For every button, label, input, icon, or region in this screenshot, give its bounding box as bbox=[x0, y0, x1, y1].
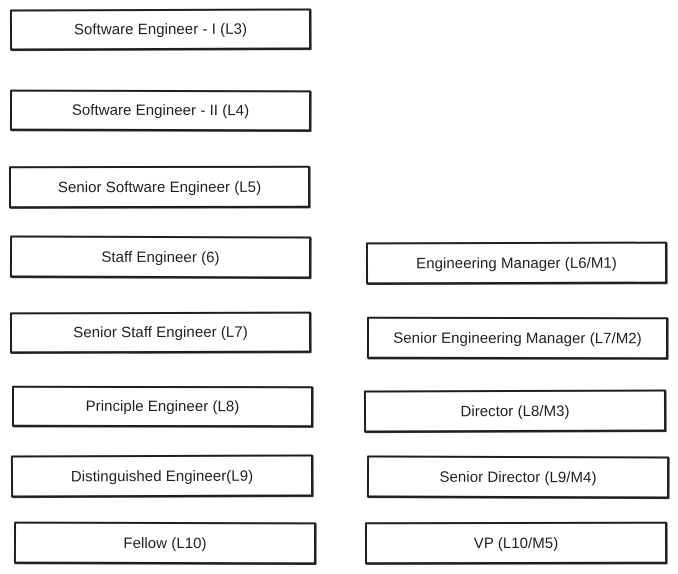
role-box-principle-engineer[interactable]: Principle Engineer (L8) bbox=[11, 385, 314, 428]
role-box-senior-software-engineer[interactable]: Senior Software Engineer (L5) bbox=[8, 165, 311, 209]
role-box-director[interactable]: Director (L8/M3) bbox=[363, 389, 667, 433]
role-label: Software Engineer - II (L4) bbox=[71, 101, 250, 120]
role-box-senior-director[interactable]: Senior Director (L9/M4) bbox=[366, 455, 670, 499]
role-label: Principle Engineer (L8) bbox=[85, 397, 240, 416]
role-label: Senior Engineering Manager (L7/M2) bbox=[393, 329, 642, 347]
role-label: Senior Staff Engineer (L7) bbox=[73, 323, 248, 342]
role-box-engineering-manager[interactable]: Engineering Manager (L6/M1) bbox=[365, 241, 668, 285]
role-box-senior-staff-engineer[interactable]: Senior Staff Engineer (L7) bbox=[9, 311, 312, 354]
role-box-fellow[interactable]: Fellow (L10) bbox=[13, 521, 317, 565]
role-label: Engineering Manager (L6/M1) bbox=[416, 254, 617, 272]
role-label: Senior Software Engineer (L5) bbox=[57, 178, 262, 196]
role-box-senior-engineering-manager[interactable]: Senior Engineering Manager (L7/M2) bbox=[366, 316, 669, 360]
role-label: Senior Director (L9/M4) bbox=[439, 468, 597, 486]
role-box-staff-engineer[interactable]: Staff Engineer (6) bbox=[9, 235, 312, 279]
role-label: Staff Engineer (6) bbox=[101, 248, 220, 266]
role-box-distinguished-engineer[interactable]: Distinguished Engineer(L9) bbox=[10, 454, 314, 498]
role-label: Director (L8/M3) bbox=[460, 402, 570, 420]
role-label: Fellow (L10) bbox=[123, 534, 207, 552]
role-label: Distinguished Engineer(L9) bbox=[70, 467, 254, 485]
role-box-software-engineer-2[interactable]: Software Engineer - II (L4) bbox=[9, 89, 312, 132]
role-label: Software Engineer - I (L3) bbox=[73, 20, 248, 39]
role-box-software-engineer-1[interactable]: Software Engineer - I (L3) bbox=[9, 8, 312, 51]
role-box-vp[interactable]: VP (L10/M5) bbox=[364, 521, 668, 565]
role-label: VP (L10/M5) bbox=[473, 534, 559, 552]
